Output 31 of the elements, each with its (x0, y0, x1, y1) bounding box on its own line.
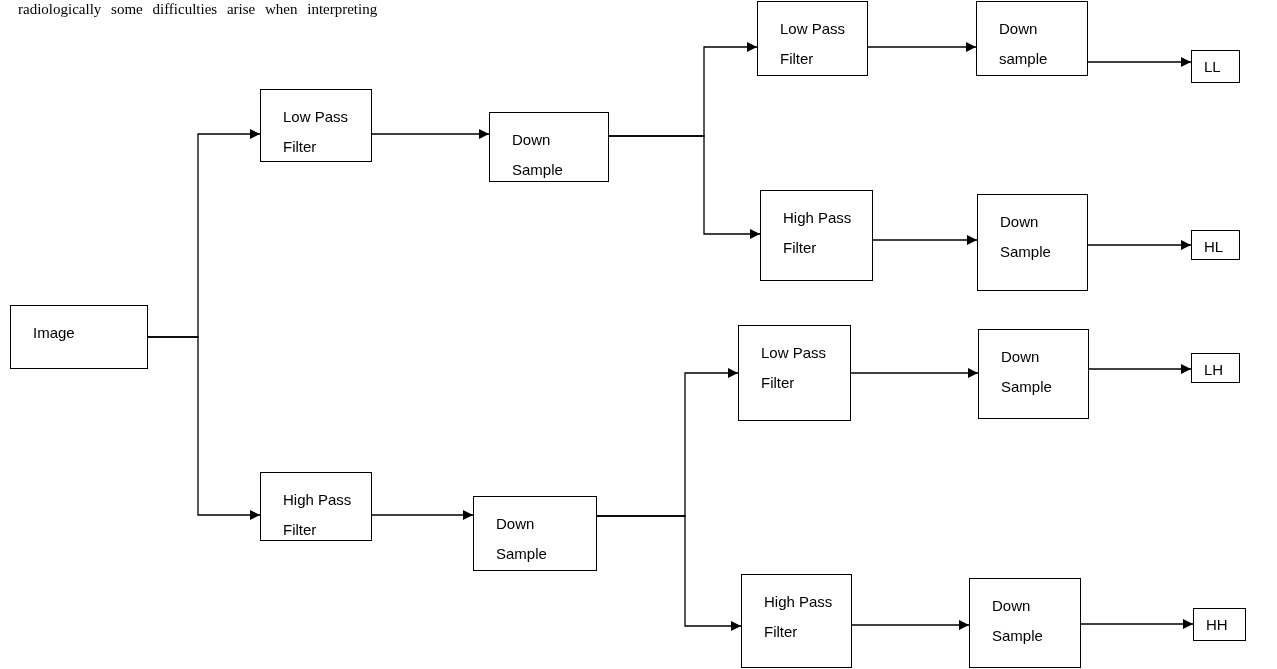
process-box: Down Sample (473, 496, 597, 571)
arrow (867, 42, 977, 52)
body-text: radiologically some difficulties arise when interpreting (18, 1, 378, 18)
arrow (1087, 240, 1192, 250)
process-box: High Pass Filter (260, 472, 372, 541)
arrow (872, 235, 978, 245)
process-box: LH (1191, 353, 1240, 383)
process-box: Low Pass Filter (260, 89, 372, 162)
process-box: Down Sample (977, 194, 1088, 291)
process-box: Down sample (976, 1, 1088, 76)
process-box: Low Pass Filter (738, 325, 851, 421)
arrow (850, 368, 979, 378)
arrow (1088, 364, 1192, 374)
arrow (371, 129, 490, 139)
process-box: Down Sample (978, 329, 1089, 419)
arrow (851, 620, 970, 630)
process-box: High Pass Filter (760, 190, 873, 281)
process-box: High Pass Filter (741, 574, 852, 668)
process-box: Down Sample (489, 112, 609, 182)
arrow (608, 135, 761, 239)
process-box: HH (1193, 608, 1246, 641)
arrow (371, 510, 474, 520)
process-box: Low Pass Filter (757, 1, 868, 76)
process-box: Down Sample (969, 578, 1081, 668)
arrow (596, 515, 742, 631)
arrow (1087, 57, 1192, 67)
arrow (147, 336, 261, 520)
process-box: HL (1191, 230, 1240, 260)
process-box: Image (10, 305, 148, 369)
process-box: LL (1191, 50, 1240, 83)
arrow (1080, 619, 1194, 629)
